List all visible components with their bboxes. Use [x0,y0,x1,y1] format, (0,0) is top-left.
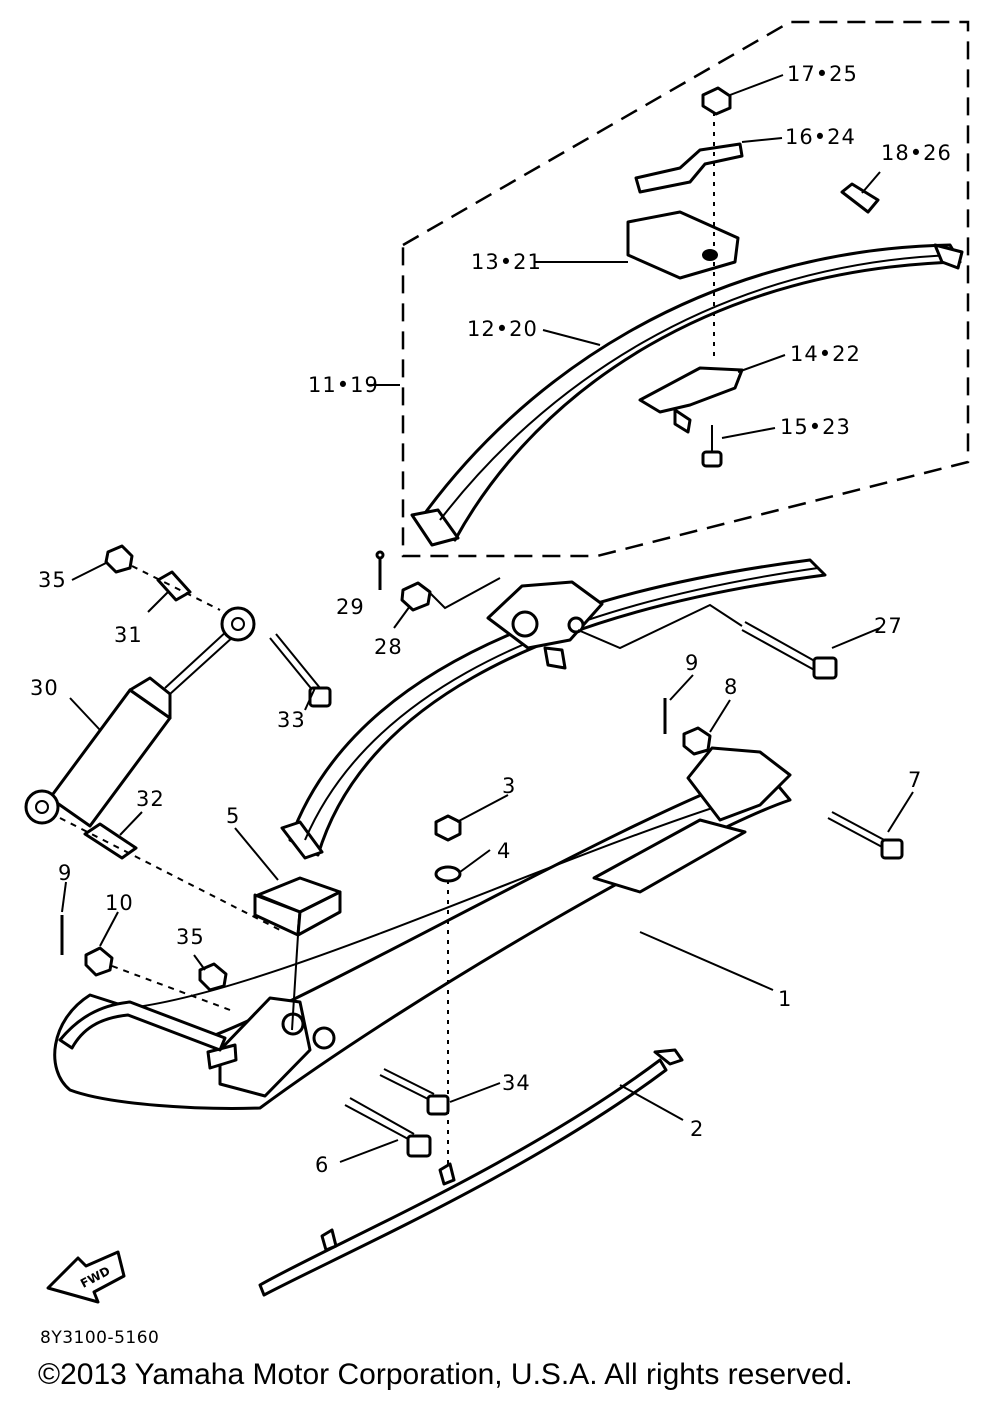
collar-31 [156,570,192,602]
nut-28 [400,581,432,612]
callout-9-left: 9 [58,861,72,885]
nut-8 [682,726,712,756]
washer-4 [434,865,462,883]
callout-28: 28 [374,635,403,659]
upper-leaf-spring [410,243,964,547]
nut-35-lower [198,962,228,992]
callout-14-22: 14•22 [790,342,861,366]
callout-35-lower: 35 [176,925,205,949]
callout-8: 8 [724,675,738,699]
callout-33: 33 [277,708,306,732]
callout-29: 29 [336,595,365,619]
assembly-boundary [401,20,970,558]
callout-12-20: 12•20 [467,317,538,341]
callout-7: 7 [908,768,922,792]
callout-30: 30 [30,676,59,700]
callout-2: 2 [690,1117,704,1141]
seat-hole [702,249,718,261]
callout-11-19: 11•19 [308,373,379,397]
bolt-27 [741,621,838,680]
wear-rod [258,1048,684,1297]
callout-15-23: 15•23 [780,415,851,439]
collar [840,182,880,214]
clamp-bracket [634,142,744,194]
bolt-7 [827,811,904,860]
callout-18-26: 18•26 [881,141,952,165]
callout-35-top: 35 [38,568,67,592]
forward-arrow-icon: FWD [46,1250,126,1304]
callout-5: 5 [226,804,240,828]
callout-31: 31 [114,623,143,647]
spring-seat-upper [626,210,740,280]
callout-34: 34 [502,1071,531,1095]
spindle-post [253,876,342,1031]
callout-1: 1 [778,987,792,1011]
ski-body [53,746,792,1110]
nut-35-top [104,544,134,574]
shock-absorber [24,606,256,828]
bolt-34 [379,1068,450,1116]
bolt-33 [269,633,332,708]
bolt-upper [701,425,723,468]
collar-32 [83,822,138,860]
bolt-6 [344,1097,432,1158]
diagram-code: 8Y3100-5160 [40,1328,160,1348]
callout-17-25: 17•25 [787,62,858,86]
copyright-notice: ©2013 Yamaha Motor Corporation, U.S.A. A… [38,1358,853,1391]
lower-plate [638,366,744,414]
callout-16-24: 16•24 [785,125,856,149]
callout-3: 3 [502,774,516,798]
callout-32: 32 [136,787,165,811]
callout-13-21: 13•21 [471,250,542,274]
cotter-pin-29 [375,550,385,590]
callout-10: 10 [105,891,134,915]
leader-lines [61,74,914,1163]
callout-6: 6 [315,1153,329,1177]
nut-10 [84,946,114,977]
callout-4: 4 [497,839,511,863]
callout-9-right: 9 [685,651,699,675]
nut-top [701,86,732,116]
nut-3 [434,814,462,842]
callout-27: 27 [874,614,903,638]
